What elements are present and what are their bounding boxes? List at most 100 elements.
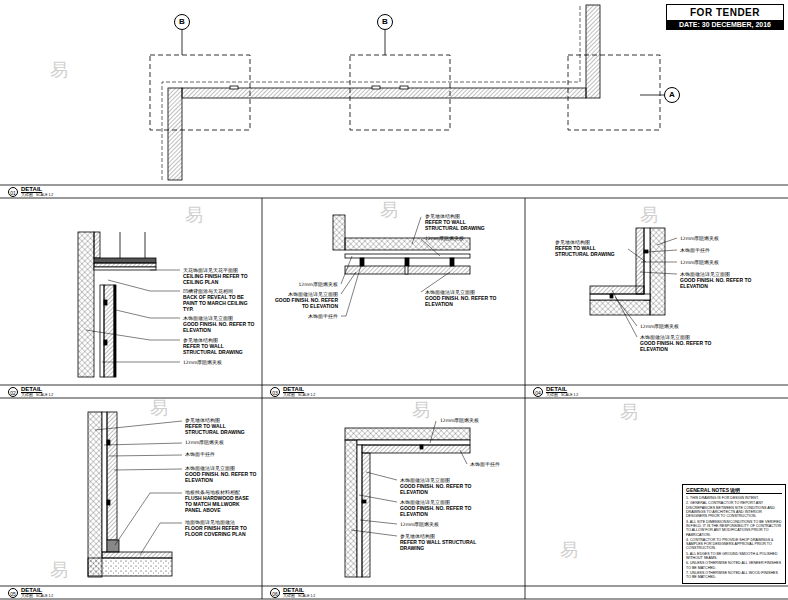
drawing-line [115, 493, 182, 545]
drawing-line [525, 198, 526, 599]
grid-letter: A [669, 91, 675, 99]
annotation-cn: 木饰面干挂件 [185, 452, 257, 457]
annotation-en: REFER TO WALL STRUCTURAL DRAWING [400, 540, 480, 552]
drawing-line [104, 285, 114, 377]
annotation-cn: 木饰面做法详见立面图 [680, 272, 755, 277]
annotation-cn: 木饰面做法详见立面图 [400, 500, 480, 505]
watermark: 易 [640, 205, 658, 226]
annotation-cn: 木饰面做法详见立面图 [185, 466, 257, 471]
annotation-cn: 凹槽背面涂与天花相同 [183, 289, 255, 294]
drawing-line [108, 280, 180, 291]
annotation-en: GOOD FINISH. NO. REFER TO ELEVATION [183, 322, 255, 334]
drawing-line [590, 294, 650, 300]
notes-box: GENERAL NOTES 说明1. THIS DRAWING IS FOR D… [682, 484, 786, 584]
drawing-line [362, 453, 370, 577]
drawing-line [86, 270, 180, 362]
annotation-cn: 12mm厚阻燃夹板 [640, 324, 715, 329]
annotation-cn: 12mm厚阻燃夹板 [268, 282, 338, 287]
scale-note: 大样图 [21, 594, 33, 598]
annotation-en: CEILING FINISH REFER TO CEILING PLAN [183, 274, 255, 286]
annotation-cn: 木饰面做法详见立面图 [640, 335, 715, 340]
annotation-cn: 木饰面做法详见立面图 [400, 478, 480, 483]
annotation-cn: 12mm厚阻燃夹板 [440, 418, 500, 423]
scale-note: 大样图 [283, 594, 295, 598]
drawing-line [107, 440, 110, 445]
annotation-cn: 参见墙体结构图 [183, 338, 255, 343]
watermark: 易 [620, 402, 638, 423]
issue-stamp: FOR TENDERDATE: 30 DECEMBER, 2016 [666, 4, 784, 30]
note-item: 2. GENERAL CONTRACTOR TO REPORT ANY DISC… [686, 501, 782, 518]
annotation-cn: 地板线条与地板材料相配 [185, 490, 257, 495]
annotation-en: REFER TO WALL STRUCTURAL DRAWING [555, 246, 625, 258]
drawing-line [95, 421, 182, 555]
annotation-cn: 参见墙体结构图 [185, 418, 257, 423]
grid-letter: B [382, 18, 388, 26]
drawing-line [145, 232, 146, 258]
drawing-line [94, 263, 156, 267]
drawing-line [372, 86, 380, 89]
annotation-cn: 12mm厚阻燃夹板 [400, 522, 480, 527]
drawing-line [366, 472, 397, 480]
annotation-en: REFER TO WALL STRUCTURAL DRAWING [185, 424, 257, 436]
annotation-en: GOOD FINISH. NO. REFER TO ELEVATION [425, 296, 500, 308]
drawing-line [421, 272, 450, 292]
drawing-line [0, 5, 788, 599]
drawing-line [0, 385, 788, 386]
drawing-line [104, 340, 107, 345]
detail-title: DETAIL [283, 587, 304, 594]
annotation-cn: 12mm厚阻燃夹板 [183, 360, 255, 365]
detail-title: DETAIL [546, 386, 567, 393]
drawing-line [94, 258, 156, 263]
drawing-line [636, 228, 644, 294]
drawing-line [102, 552, 172, 558]
note-item: 1. THIS DRAWING IS FOR DESIGN INTENT. [686, 496, 782, 500]
drawing-line [640, 95, 664, 96]
drawing-line [95, 421, 182, 430]
grid-bubble: B [377, 14, 393, 30]
drawing-line [385, 30, 386, 55]
drawing-line [86, 330, 180, 340]
watermark: 易 [560, 540, 578, 561]
annotation-cn: 天花饰面详见天花平面图 [183, 268, 255, 273]
watermark: 易 [50, 60, 68, 81]
drawing-line [104, 300, 107, 305]
annotation-cn: 木饰面做法详见立面图 [425, 290, 500, 295]
drawing-line [94, 232, 100, 258]
annotation-en: GOOD FINISH. NO. REFER TO ELEVATION [268, 298, 338, 310]
annotation-cn: 12mm厚阻燃夹板 [680, 260, 755, 265]
scale-note: SCALE 1:2 [561, 393, 578, 397]
drawing-line [359, 495, 397, 502]
drawing-line [114, 285, 116, 377]
drawing-line [107, 412, 117, 540]
drawing-line [421, 239, 440, 256]
drawing-line [610, 294, 613, 298]
annotation-en: BACK OF REVEAL TO BE PAINT TO MARCH CEIL… [183, 295, 255, 312]
detail-number: 06 [270, 588, 280, 598]
watermark: 易 [150, 398, 168, 419]
drawing-line [94, 267, 156, 270]
annotation-cn: 木饰面干挂件 [470, 462, 515, 467]
drawing-line [430, 421, 436, 443]
scale-note: SCALE 1:2 [36, 193, 53, 197]
drawing-line [341, 262, 362, 316]
drawing-line [345, 428, 470, 440]
annotation-cn: 木饰面做法详见立面图 [183, 316, 255, 321]
detail-number: 02 [8, 387, 18, 397]
drawing-line [140, 523, 182, 555]
drawing-line [628, 249, 646, 262]
drawing-line [0, 185, 788, 186]
drawing-line [88, 412, 172, 577]
watermark: 易 [412, 400, 430, 421]
drawing-line [647, 250, 677, 252]
annotation-cn: 12mm厚阻燃夹板 [680, 236, 755, 241]
drawing-line [357, 445, 362, 577]
detail-number: 05 [8, 588, 18, 598]
drawing-line [590, 286, 644, 294]
drawing-line [262, 198, 263, 599]
drawing-line [650, 228, 665, 315]
detail-number: 03 [270, 387, 280, 397]
drawing-line [78, 232, 94, 377]
annotation-en: GOOD FINISH. NO. REFER TO ELEVATION [400, 506, 480, 518]
drawing-line [182, 88, 586, 98]
